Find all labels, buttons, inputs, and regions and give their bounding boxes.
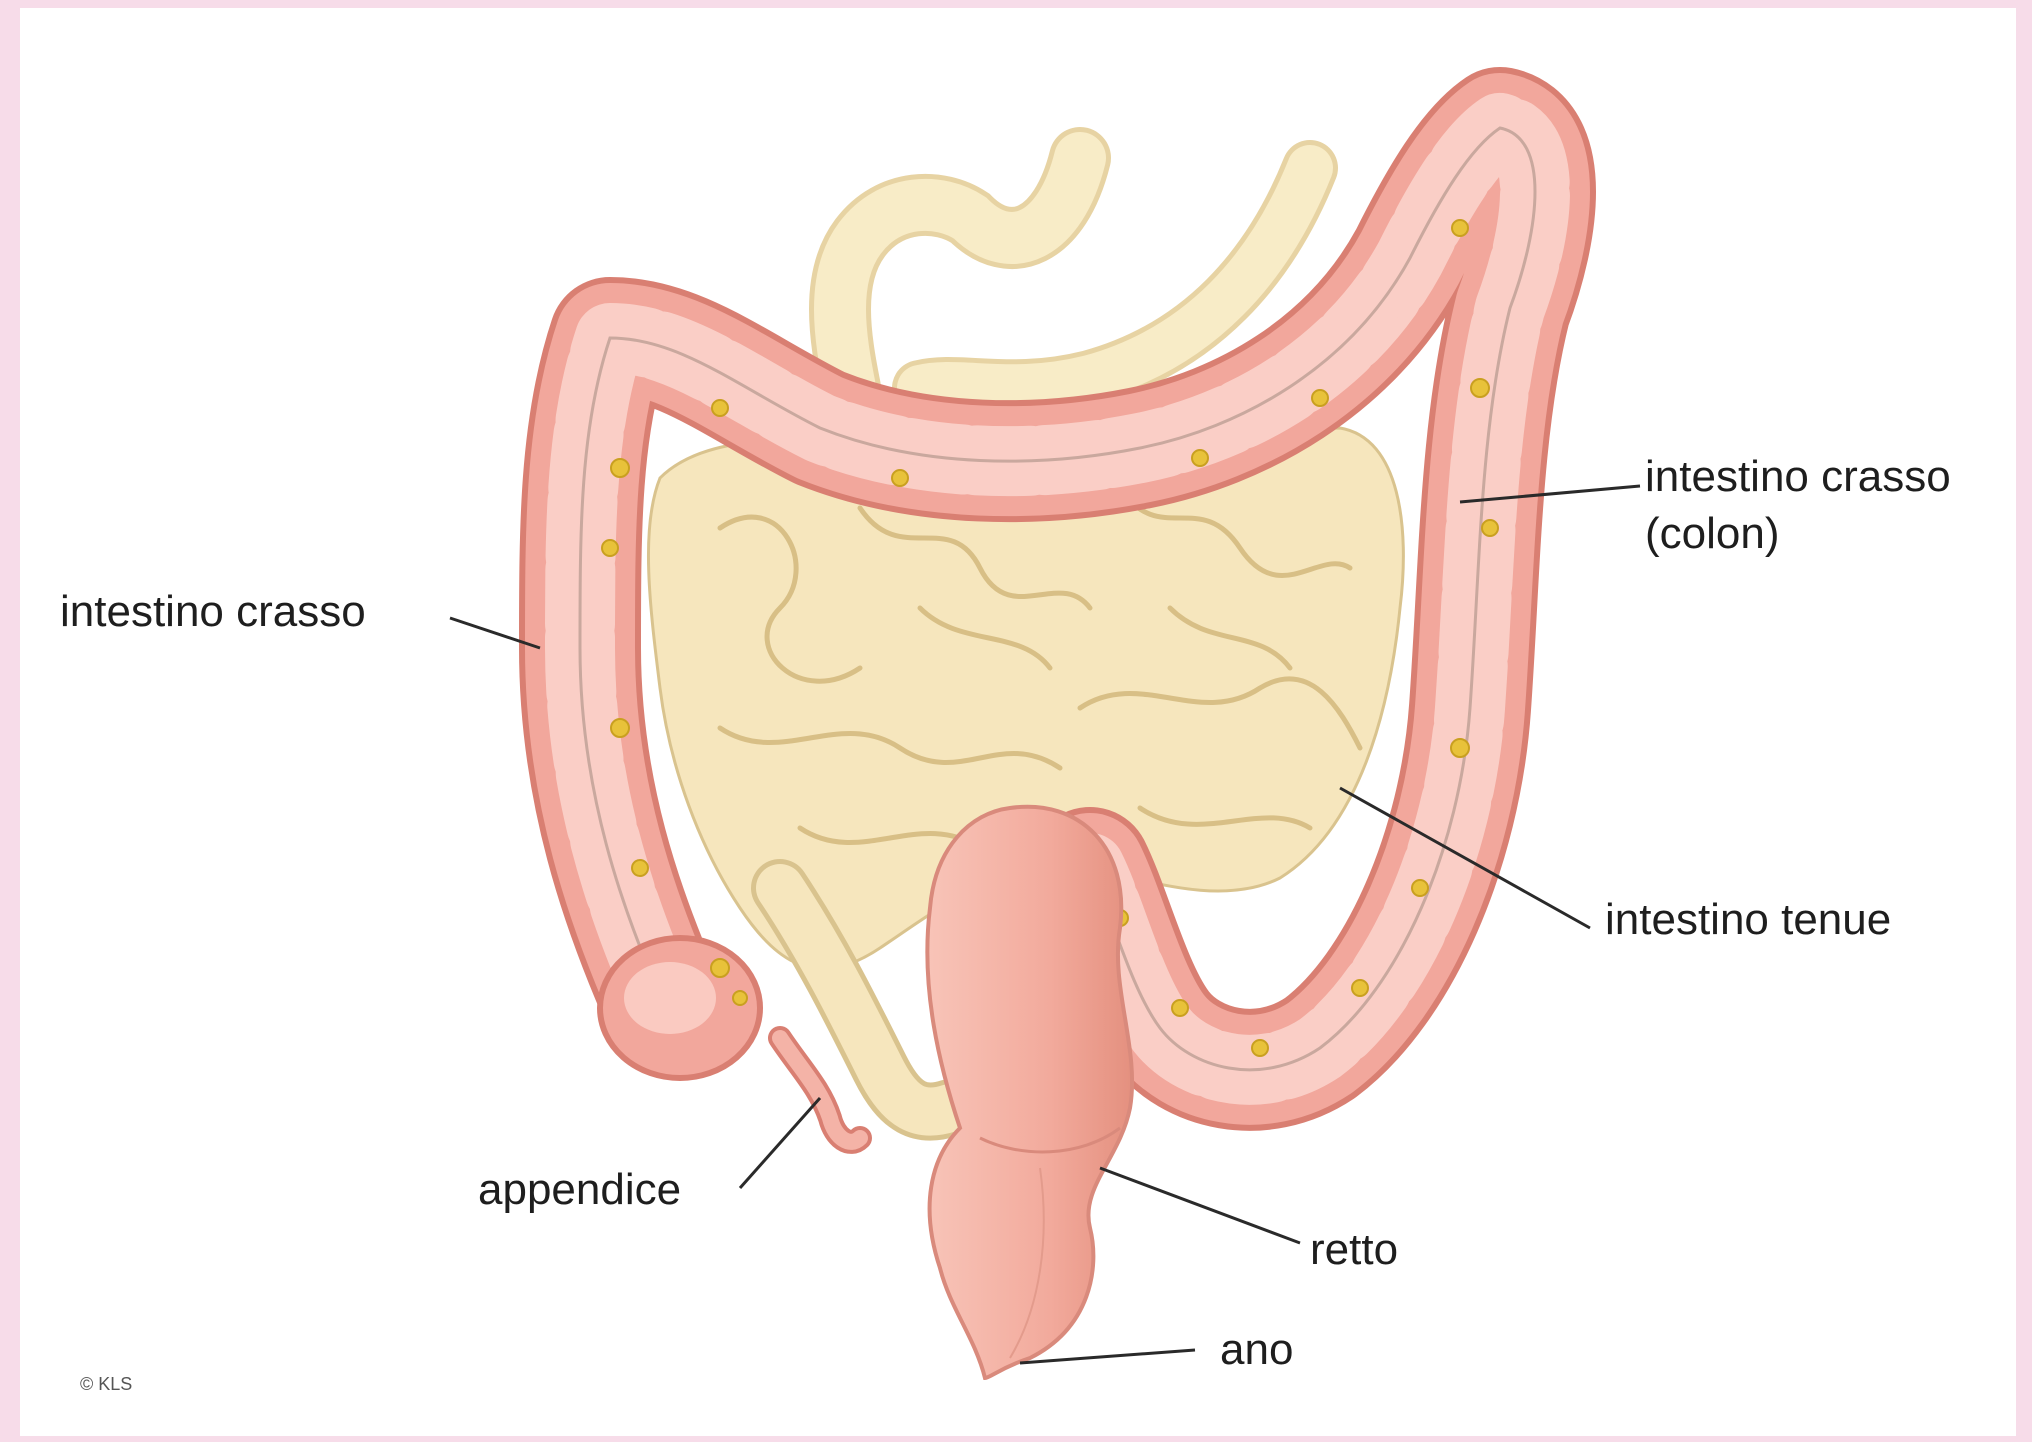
label-large-intestine-left: intestino crasso [60,587,366,636]
label-anus: ano [1220,1325,1293,1374]
label-small-intestine: intestino tenue [1605,895,1891,944]
label-colon: (colon) [1645,509,1780,558]
intestine-diagram: intestino crasso intestino crasso (colon… [20,8,2016,1436]
diagram-frame: intestino crasso intestino crasso (colon… [20,8,2016,1436]
label-rectum: retto [1310,1225,1398,1274]
label-appendix: appendice [478,1165,681,1214]
leader-appendix [740,1098,820,1188]
copyright-text: © KLS [80,1374,132,1394]
leader-rectum [1100,1168,1300,1243]
label-large-intestine-right: intestino crasso [1645,452,1951,501]
leader-anus [1020,1350,1195,1363]
rectum [927,807,1132,1378]
